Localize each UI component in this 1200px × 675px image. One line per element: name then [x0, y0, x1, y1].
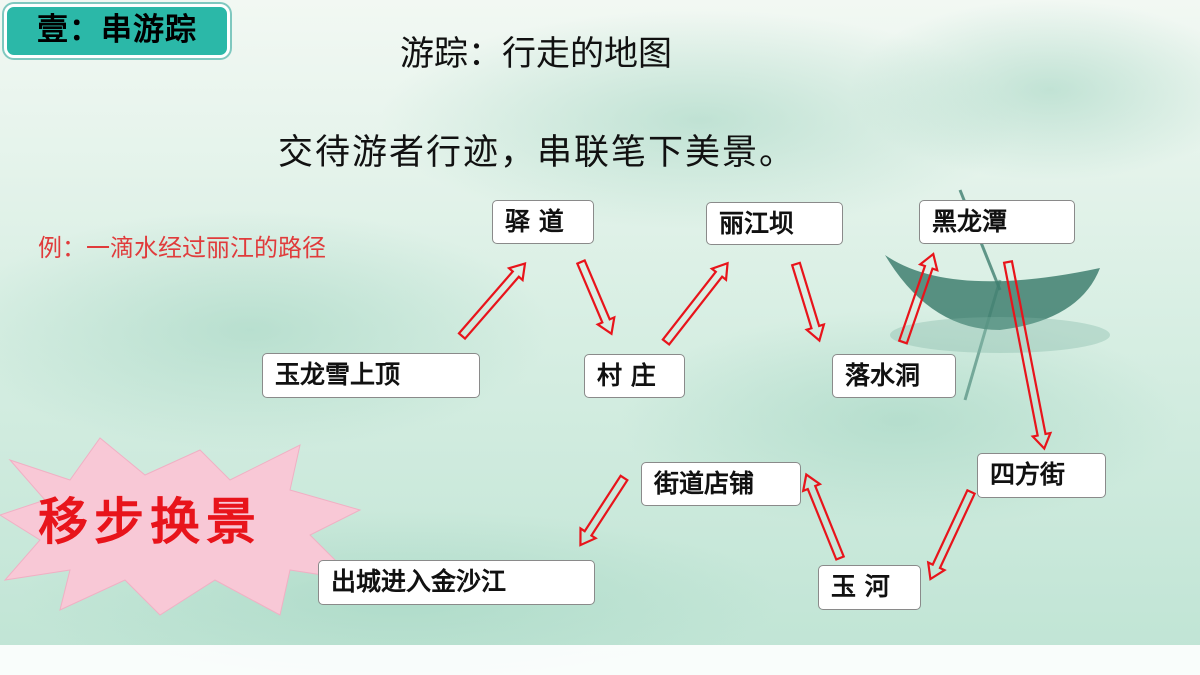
arrow-yidao-to-cunzhuang: [575, 258, 616, 336]
starburst-polygon: [0, 437, 362, 616]
node-yuhe: 玉 河: [818, 565, 921, 610]
boat-silhouette: [885, 189, 1110, 401]
heading-title: 游踪：行走的地图: [400, 34, 672, 74]
arrow-heilongtan-to-sifangjie: [1002, 259, 1053, 451]
node-heilongtan: 黑龙潭: [919, 200, 1075, 244]
node-luoshuidong: 落水洞: [832, 354, 956, 398]
node-yulong: 玉龙雪上顶: [262, 353, 480, 398]
arrow-yuhe-to-jiedao: [801, 472, 846, 561]
arrow-yulong-to-yidao: [457, 262, 527, 341]
starburst-shape: [0, 437, 362, 616]
section-tag: 壹：串游踪: [4, 4, 230, 58]
example-text: 例：一滴水经过丽江的路径: [38, 234, 326, 262]
node-lijiangba: 丽江坝: [706, 202, 843, 245]
arrow-jiedao-to-jinshajiang: [579, 474, 629, 547]
node-cunzhuang: 村 庄: [584, 354, 685, 398]
node-sifangjie: 四方街: [977, 453, 1106, 498]
arrow-lijiangba-to-luoshuidong: [790, 261, 826, 343]
arrow-cunzhuang-to-lijiangba: [661, 261, 729, 347]
arrow-sifangjie-to-yuhe: [926, 488, 977, 581]
heading-subtitle: 交待游者行迹，串联笔下美景。: [278, 133, 797, 173]
burst-text: 移步换景: [38, 492, 262, 551]
node-jiedao: 街道店铺: [641, 462, 801, 506]
node-yidao: 驿 道: [492, 200, 594, 244]
node-jinshajiang: 出城进入金沙江: [318, 560, 595, 605]
arrow-luoshuidong-to-heilongtan: [897, 252, 939, 345]
